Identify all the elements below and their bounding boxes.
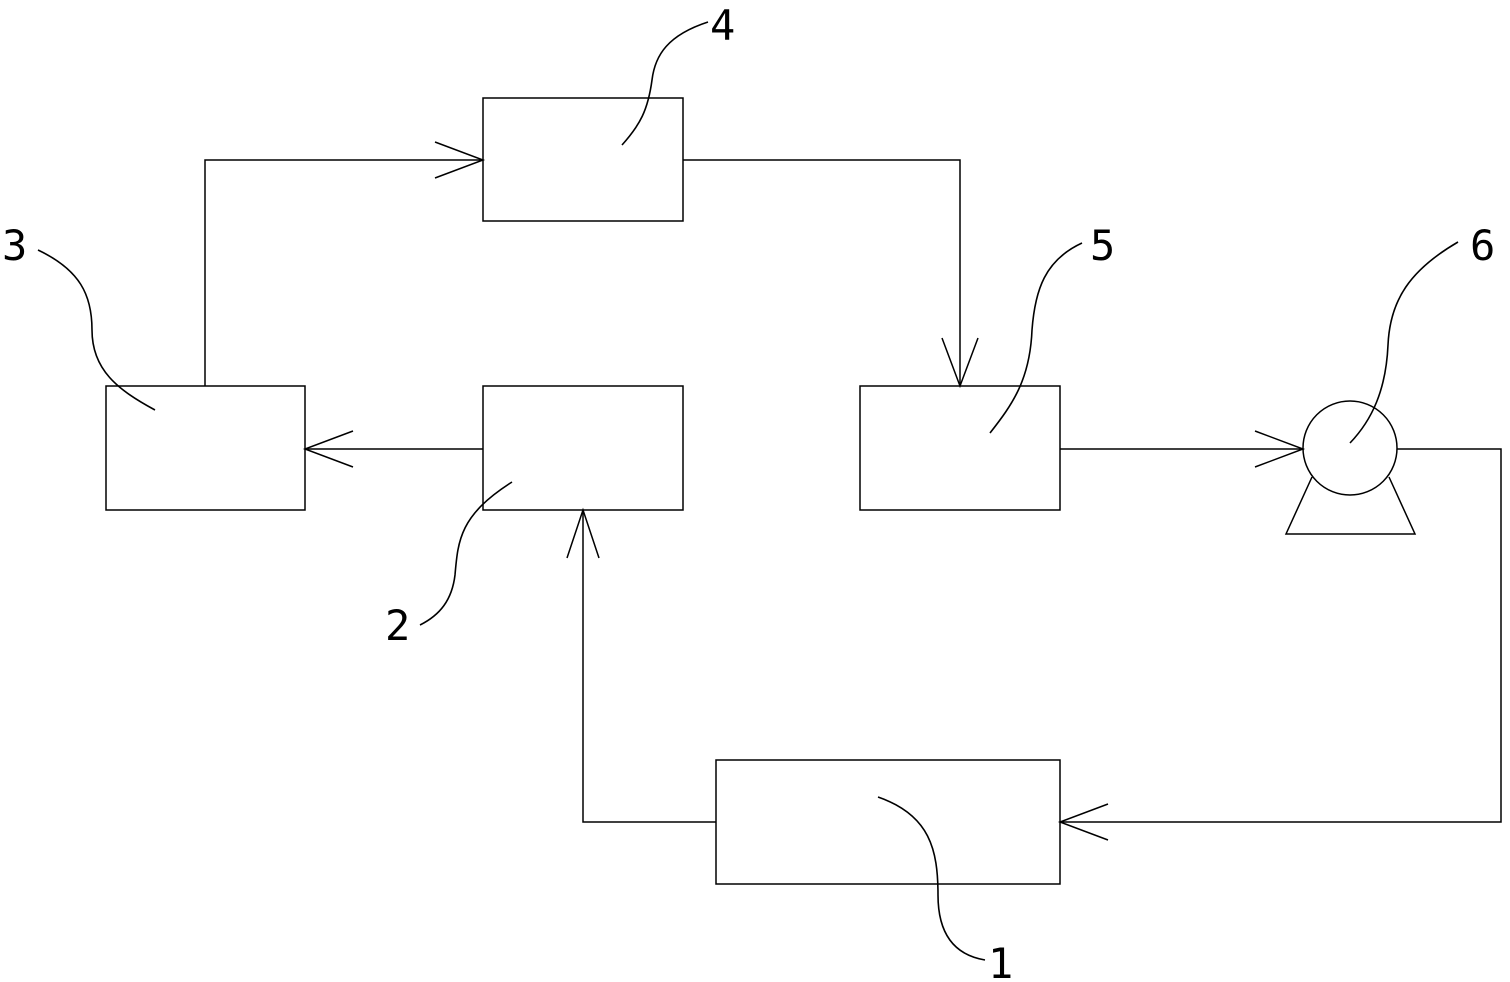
component-6-label: 6 (1470, 221, 1495, 270)
component-2-box (482, 385, 684, 511)
flow-5-to-6-arrowhead (1254, 430, 1306, 468)
component-5-label: 5 (1090, 221, 1115, 270)
flow-6-to-1-line (1060, 448, 1502, 823)
flow-2-to-3-arrowhead (302, 430, 354, 468)
flow-1-to-2-line (582, 510, 716, 823)
component-2-label: 2 (385, 601, 410, 650)
component-1-label: 1 (988, 939, 1013, 982)
component-4-label: 4 (710, 1, 735, 50)
leader-line-3 (37, 249, 156, 411)
component-4-box (482, 97, 684, 222)
leader-line-6 (1349, 241, 1459, 444)
flow-3-to-4-arrowhead (434, 141, 486, 179)
leader-line-5 (989, 242, 1083, 434)
component-1-box (715, 759, 1061, 885)
leader-line-1 (877, 796, 986, 961)
flow-4-to-5-line (683, 159, 961, 386)
leader-line-4 (621, 21, 709, 146)
pump-icon (1284, 400, 1417, 535)
flow-4-to-5-arrowhead (941, 337, 979, 389)
component-3-label: 3 (2, 221, 27, 270)
flow-1-to-2-arrowhead (566, 507, 600, 559)
component-5-box (859, 385, 1061, 511)
flow-3-to-4-line (204, 159, 483, 386)
component-3-box (105, 385, 306, 511)
flow-6-to-1-arrowhead (1057, 803, 1109, 841)
leader-line-2 (419, 481, 513, 626)
